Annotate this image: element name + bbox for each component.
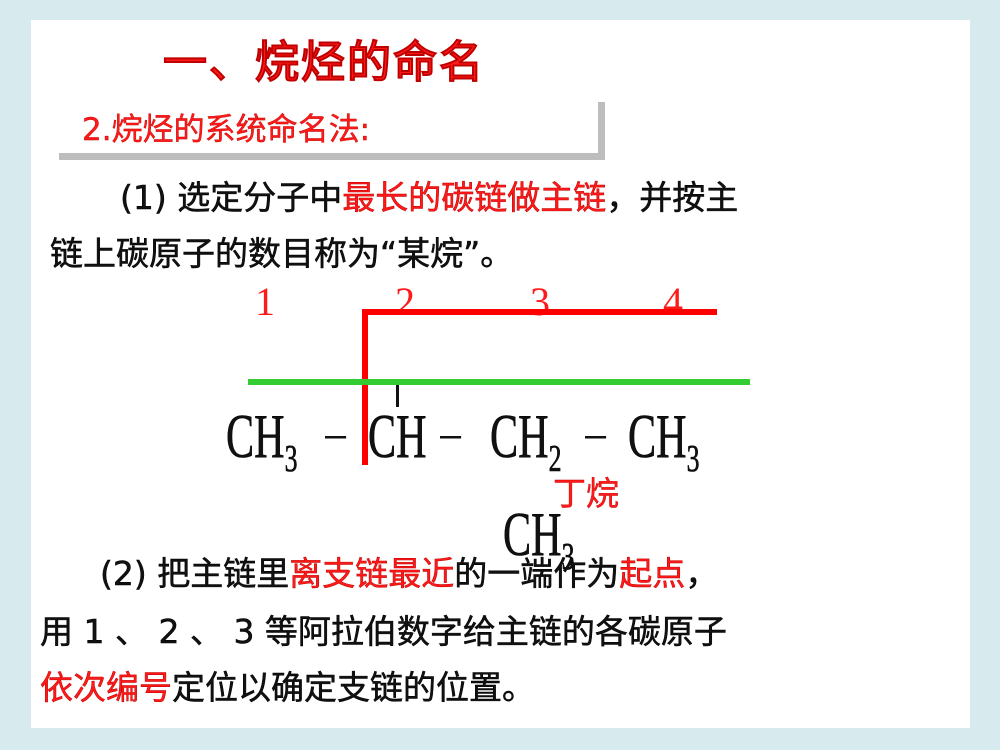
- formula-c2: CH: [368, 403, 427, 472]
- carbon-number-4: 4: [663, 279, 683, 324]
- subtitle-box: [52, 95, 598, 153]
- rule1-prefix: (1) 选定分子中: [120, 178, 343, 218]
- rule2-line3-suffix: 定位以确定支链的位置。: [172, 668, 536, 708]
- rule2-line1: (2) 把主链里离支链最近的一端作为起点，: [100, 546, 719, 602]
- carbon-number-1: 1: [255, 279, 275, 324]
- rule2-line3: 依次编号定位以确定支链的位置。: [40, 660, 536, 716]
- bond-3: –: [585, 414, 607, 456]
- butane-label: 丁烷: [553, 474, 619, 513]
- rule2-middle: 的一端作为: [454, 554, 620, 594]
- formula-c1: CH3: [226, 403, 298, 481]
- rule2-highlight: 离支链最近: [289, 554, 455, 594]
- rule1-highlight: 最长的碳链做主链: [342, 178, 607, 218]
- main-chain-horizontal-line: [363, 309, 717, 315]
- rule2-highlight2: 起点: [619, 554, 686, 594]
- formula-c4: CH3: [628, 403, 700, 481]
- formula-c3: CH2: [490, 403, 562, 481]
- rule2-prefix: (2) 把主链里: [100, 554, 290, 594]
- alt-chain-line: [248, 379, 750, 385]
- rule1-line2: 链上碳原子的数目称为“某烷”。: [50, 234, 514, 274]
- bond-2: –: [440, 414, 462, 456]
- rule1-line1: (1) 选定分子中最长的碳链做主链，并按主: [120, 170, 739, 226]
- slide-title: 一、烷烃的命名: [163, 37, 485, 89]
- bond-1: –: [325, 414, 347, 456]
- rule2-line2: 用 1 、 2 、 3 等阿拉伯数字给主链的各碳原子: [40, 612, 727, 652]
- rule1-suffix: ，并按主: [606, 178, 739, 218]
- formula-branch: CH3: [503, 501, 575, 579]
- carbon-number-3: 3: [530, 279, 550, 324]
- main-chain-vertical-line: [362, 309, 368, 465]
- rule2-line3-highlight: 依次编号: [40, 668, 173, 708]
- branch-bond-up: [396, 385, 399, 407]
- carbon-number-2: 2: [395, 279, 415, 324]
- subtitle: 2.烷烃的系统命名法:: [82, 112, 371, 148]
- rule2-suffix: ，: [685, 554, 719, 594]
